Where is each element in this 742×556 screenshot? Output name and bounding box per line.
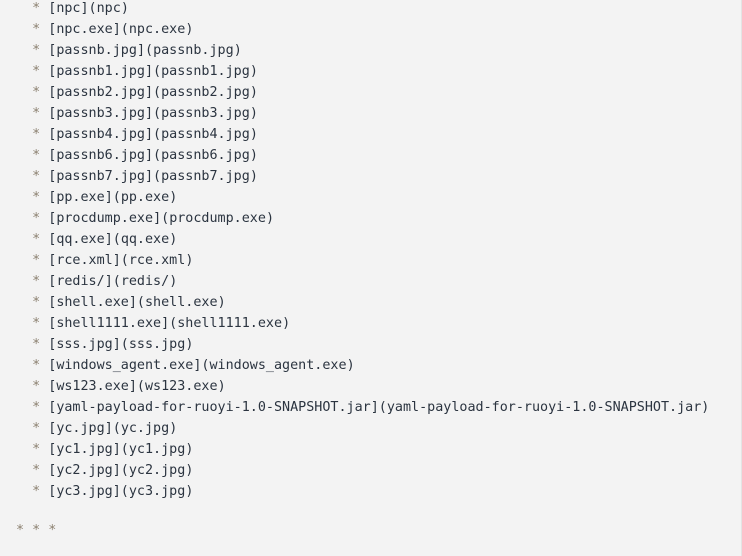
bullet-asterisk: * <box>32 358 41 373</box>
bullet-asterisk: * <box>32 43 41 58</box>
bullet-asterisk: * <box>32 421 41 436</box>
list-item: * [passnb7.jpg](passnb7.jpg) <box>32 169 258 184</box>
bullet-asterisk: * <box>32 442 41 457</box>
link-text: yc1.jpg <box>56 442 113 457</box>
link-target: yc1.jpg <box>128 442 186 457</box>
link-target: yc.jpg <box>120 421 170 436</box>
list-item: * [procdump.exe](procdump.exe) <box>32 211 274 226</box>
bullet-asterisk: * <box>32 190 41 205</box>
bullet-asterisk: * <box>32 232 41 247</box>
bullet-asterisk: * <box>32 295 41 310</box>
link-text: passnb6.jpg <box>56 148 145 163</box>
list-item: * [ws123.exe](ws123.exe) <box>32 379 226 394</box>
link-target: passnb7.jpg <box>161 169 250 184</box>
link-target: passnb.jpg <box>153 43 234 58</box>
bullet-asterisk: * <box>32 22 41 37</box>
link-target: passnb2.jpg <box>161 85 250 100</box>
link-text: shell1111.exe <box>56 316 162 331</box>
bullet-asterisk: * <box>32 484 41 499</box>
list-item: * [pp.exe](pp.exe) <box>32 190 178 205</box>
file-list: * [npc](npc) * [npc.exe](npc.exe) * [pas… <box>16 0 709 502</box>
list-item: * [passnb3.jpg](passnb3.jpg) <box>32 106 258 121</box>
link-target: passnb1.jpg <box>161 64 250 79</box>
link-text: npc.exe <box>56 22 113 37</box>
link-text: yc3.jpg <box>56 484 113 499</box>
link-text: passnb4.jpg <box>56 127 145 142</box>
link-target: passnb4.jpg <box>161 127 250 142</box>
bullet-asterisk: * <box>32 211 41 226</box>
link-text: rce.xml <box>56 253 113 268</box>
list-item: * [yaml-payload-for-ruoyi-1.0-SNAPSHOT.j… <box>32 400 710 415</box>
list-item: * [sss.jpg](sss.jpg) <box>32 337 194 352</box>
link-target: pp.exe <box>120 190 170 205</box>
link-text: passnb.jpg <box>56 43 137 58</box>
bullet-asterisk: * <box>32 379 41 394</box>
list-item: * [npc.exe](npc.exe) <box>32 22 194 37</box>
list-item: * [shell1111.exe](shell1111.exe) <box>32 316 291 331</box>
list-item: * [passnb4.jpg](passnb4.jpg) <box>32 127 258 142</box>
list-item: * [yc3.jpg](yc3.jpg) <box>32 484 194 499</box>
link-text: passnb3.jpg <box>56 106 145 121</box>
list-item: * [yc2.jpg](yc2.jpg) <box>32 463 194 478</box>
link-text: pp.exe <box>56 190 105 205</box>
list-item: * [yc1.jpg](yc1.jpg) <box>32 442 194 457</box>
link-target: passnb6.jpg <box>161 148 250 163</box>
list-item: * [shell.exe](shell.exe) <box>32 295 226 310</box>
link-text: passnb2.jpg <box>56 85 145 100</box>
link-target: yc3.jpg <box>128 484 186 499</box>
link-text: redis/ <box>56 274 105 289</box>
list-item: * [yc.jpg](yc.jpg) <box>32 421 178 436</box>
bullet-asterisk: * <box>32 274 41 289</box>
link-target: ws123.exe <box>145 379 218 394</box>
list-item: * [windows_agent.exe](windows_agent.exe) <box>32 358 355 373</box>
link-text: shell.exe <box>56 295 129 310</box>
link-target: npc.exe <box>128 22 186 37</box>
link-target: qq.exe <box>120 232 170 247</box>
link-text: sss.jpg <box>56 337 113 352</box>
list-item: * [qq.exe](qq.exe) <box>32 232 178 247</box>
bullet-asterisk: * <box>32 1 41 16</box>
link-target: rce.xml <box>128 253 186 268</box>
link-text: windows_agent.exe <box>56 358 194 373</box>
bullet-asterisk: * <box>32 106 41 121</box>
list-item: * [passnb2.jpg](passnb2.jpg) <box>32 85 258 100</box>
link-target: shell1111.exe <box>177 316 283 331</box>
link-text: npc <box>56 1 81 16</box>
link-target: yc2.jpg <box>128 463 186 478</box>
list-item: * [passnb1.jpg](passnb1.jpg) <box>32 64 258 79</box>
list-item: * [passnb6.jpg](passnb6.jpg) <box>32 148 258 163</box>
horizontal-rule: * * * <box>16 523 57 538</box>
link-target: windows_agent.exe <box>209 358 347 373</box>
link-target: redis/ <box>120 274 170 289</box>
link-target: yaml-payload-for-ruoyi-1.0-SNAPSHOT.jar <box>386 400 702 415</box>
bullet-asterisk: * <box>32 316 41 331</box>
link-text: procdump.exe <box>56 211 154 226</box>
bullet-asterisk: * <box>32 64 41 79</box>
link-target: npc <box>96 1 121 16</box>
list-item: * [rce.xml](rce.xml) <box>32 253 194 268</box>
link-text: yc2.jpg <box>56 463 113 478</box>
link-text: passnb1.jpg <box>56 64 145 79</box>
bullet-asterisk: * <box>32 85 41 100</box>
list-item: * [redis/](redis/) <box>32 274 178 289</box>
bullet-asterisk: * <box>32 253 41 268</box>
link-target: passnb3.jpg <box>161 106 250 121</box>
link-text: yc.jpg <box>56 421 105 436</box>
link-target: shell.exe <box>145 295 218 310</box>
link-text: ws123.exe <box>56 379 129 394</box>
bullet-asterisk: * <box>32 127 41 142</box>
bullet-asterisk: * <box>32 169 41 184</box>
bullet-asterisk: * <box>32 463 41 478</box>
link-target: procdump.exe <box>169 211 266 226</box>
link-text: passnb7.jpg <box>56 169 145 184</box>
bullet-asterisk: * <box>32 400 41 415</box>
list-item: * [npc](npc) <box>32 1 129 16</box>
link-text: qq.exe <box>56 232 105 247</box>
bullet-asterisk: * <box>32 148 41 163</box>
bullet-asterisk: * <box>32 337 41 352</box>
link-text: yaml-payload-for-ruoyi-1.0-SNAPSHOT.jar <box>56 400 371 415</box>
list-item: * [passnb.jpg](passnb.jpg) <box>32 43 242 58</box>
link-target: sss.jpg <box>128 337 186 352</box>
